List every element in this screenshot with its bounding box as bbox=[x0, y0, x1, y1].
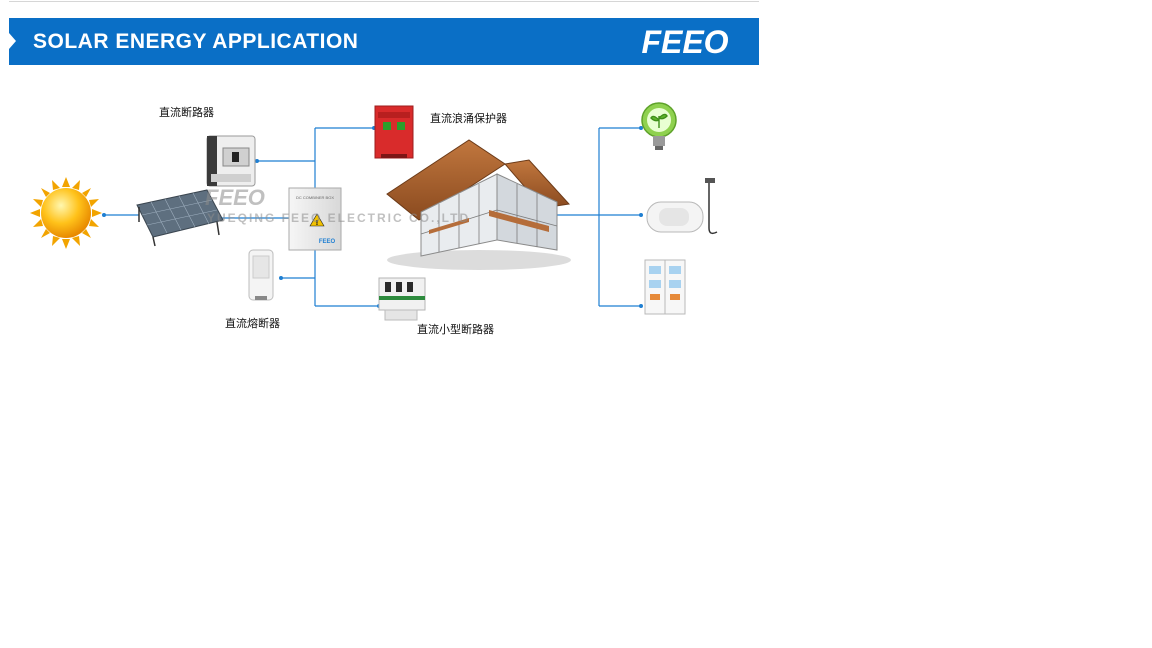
watermark-logo: FEEO bbox=[205, 185, 265, 211]
house-icon bbox=[387, 140, 571, 270]
watermark-company: YUEQING FEEO ELECTRIC CO.,LTD bbox=[207, 211, 470, 225]
dc-fuse-icon bbox=[249, 250, 273, 300]
page-title: SOLAR ENERGY APPLICATION bbox=[33, 30, 358, 54]
surge-protector-icon bbox=[375, 106, 413, 158]
sun-icon bbox=[30, 177, 102, 249]
mccb-icon bbox=[207, 136, 255, 186]
mini-breaker-icon bbox=[379, 278, 425, 320]
combiner-box-header: DC COMBINER BOX bbox=[296, 195, 334, 200]
label-dc-surge-protector: 直流浪涌保护器 bbox=[430, 110, 507, 126]
combiner-box-brand: FEEO bbox=[319, 239, 336, 245]
label-dc-mini-breaker: 直流小型断路器 bbox=[417, 321, 494, 337]
top-divider bbox=[9, 1, 759, 2]
water-heater-icon bbox=[647, 178, 717, 233]
banner-notch bbox=[9, 33, 16, 49]
solar-diagram: DC COMBINER BOX ! FEEO bbox=[9, 70, 759, 350]
feeo-logo: FEEO bbox=[627, 25, 743, 59]
feeo-logo-text: FEEO bbox=[641, 25, 728, 59]
label-dc-breaker: 直流断路器 bbox=[159, 104, 214, 120]
diagram-canvas: DC COMBINER BOX ! FEEO bbox=[9, 70, 759, 350]
label-dc-fuse: 直流熔断器 bbox=[225, 315, 280, 331]
header-banner: SOLAR ENERGY APPLICATION FEEO bbox=[9, 18, 759, 65]
bulb-icon bbox=[642, 103, 676, 150]
fridge-icon bbox=[645, 260, 685, 314]
